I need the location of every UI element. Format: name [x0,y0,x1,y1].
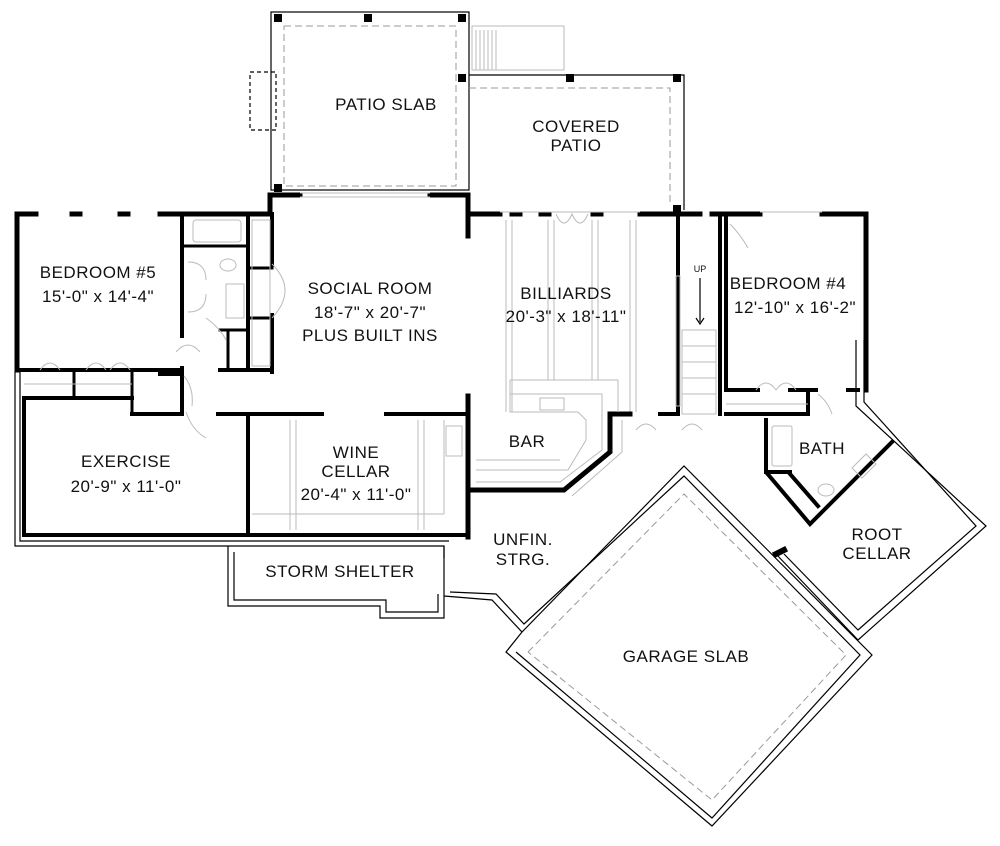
label-social-note: PLUS BUILT INS [302,326,438,345]
label-covered-patio-1: COVERED [532,117,620,136]
exterior-walls [14,192,869,558]
label-storm-shelter: STORM SHELTER [265,562,414,581]
label-bedroom4-name: BEDROOM #4 [730,274,846,293]
label-root-1: ROOT [851,525,902,544]
label-social-name: SOCIAL ROOM [308,279,433,298]
patio-area [249,11,685,213]
label-bedroom4-size: 12'-10" x 16'-2" [734,298,856,317]
room-labels: PATIO SLAB COVERED PATIO BEDROOM #5 15'-… [40,95,911,666]
label-bedroom5-name: BEDROOM #5 [40,263,156,282]
label-root-2: CELLAR [842,544,911,563]
label-stair-up: UP [694,264,707,274]
label-bar: BAR [509,432,545,451]
garage-walls [443,465,873,827]
label-unfin-1: UNFIN. [493,530,553,549]
label-wine-name-1: WINE [333,443,379,462]
label-social-size: 18'-7" x 20'-7" [314,303,426,322]
label-exercise-name: EXERCISE [81,452,171,471]
label-patio-slab: PATIO SLAB [335,95,437,114]
label-exercise-size: 20'-9" x 11'-0" [71,477,182,496]
label-billiards-name: BILLIARDS [520,284,611,303]
label-bath: BATH [799,439,845,458]
label-wine-size: 20'-4" x 11'-0" [301,485,412,504]
label-billiards-size: 20'-3" x 18'-11" [506,307,627,326]
label-covered-patio-2: PATIO [551,136,602,155]
label-garage-slab: GARAGE SLAB [623,647,749,666]
label-wine-name-2: CELLAR [321,462,390,481]
patio-posts [274,14,681,213]
label-unfin-2: STRG. [496,550,550,569]
storm-shelter-walls [227,546,445,619]
patio-stairs [471,25,565,71]
label-bedroom5-size: 15'-0" x 14'-4" [42,287,154,306]
interior-walls [15,211,987,641]
